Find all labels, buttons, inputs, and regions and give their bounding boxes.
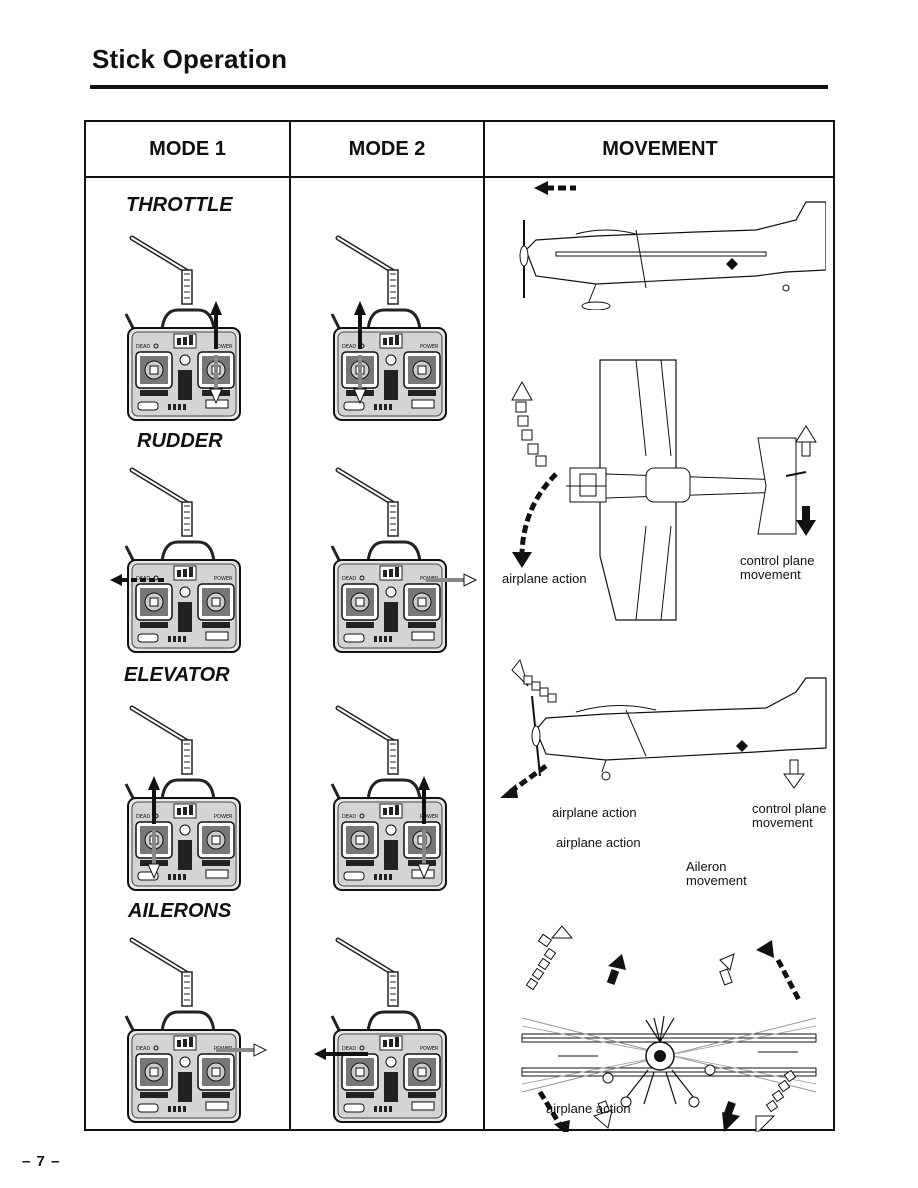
throttle-stick-arrow-icon (353, 301, 367, 405)
header-divider (86, 176, 833, 178)
stick-operation-table: MODE 1 MODE 2 MOVEMENT THROTTLE RUDDER E… (84, 120, 835, 1132)
page-title: Stick Operation (92, 44, 288, 74)
page-number: – 7 – (22, 1153, 61, 1170)
ailerons-stick-arrow-icon (314, 1048, 368, 1060)
header-mode1: MODE 1 (149, 138, 226, 160)
rudder-stick-arrow-icon (426, 573, 478, 587)
airplane-throttle-diagram (519, 181, 826, 310)
header-movement: MOVEMENT (602, 138, 718, 160)
rudder-control-plane-caption: control plane movement (740, 553, 815, 582)
ailerons-airplane-action-top-caption: airplane action (556, 835, 641, 850)
transmitter-mode2-ailerons (328, 932, 448, 1132)
ailerons-stick-arrow-icon (216, 1043, 268, 1057)
section-rudder: RUDDER (137, 430, 223, 452)
transmitter-mode1-ailerons (122, 932, 242, 1132)
section-elevator: ELEVATOR (124, 664, 230, 686)
section-ailerons: AILERONS (128, 900, 232, 922)
header-mode2: MODE 2 (348, 138, 426, 160)
transmitter-mode2-rudder (328, 462, 448, 662)
rudder-stick-arrow-icon (110, 574, 166, 586)
transmitter-mode1-elevator (122, 700, 242, 900)
airplane-rudder-diagram (511, 359, 817, 621)
elevator-control-plane-caption: control plane movement (752, 801, 827, 830)
ailerons-aileron-movement-caption: Aileron movement (686, 859, 747, 888)
elevator-stick-arrow-icon (147, 776, 161, 880)
elevator-airplane-action-caption: airplane action (552, 805, 637, 820)
airplane-elevator-diagram (500, 658, 827, 798)
throttle-stick-arrow-icon (209, 301, 223, 405)
rudder-airplane-action-caption: airplane action (502, 571, 587, 586)
title-rule (90, 85, 828, 89)
ailerons-airplane-action-bottom-caption: airplane action (546, 1101, 631, 1116)
transmitter-mode1-throttle (122, 230, 242, 430)
transmitter-mode2-throttle (328, 230, 448, 430)
column-divider (289, 122, 291, 1129)
column-divider (483, 122, 485, 1129)
airplane-ailerons-diagram (521, 925, 817, 1132)
elevator-stick-arrow-icon (417, 776, 431, 880)
transmitter-mode1-rudder (122, 462, 242, 662)
section-throttle: THROTTLE (126, 194, 233, 216)
